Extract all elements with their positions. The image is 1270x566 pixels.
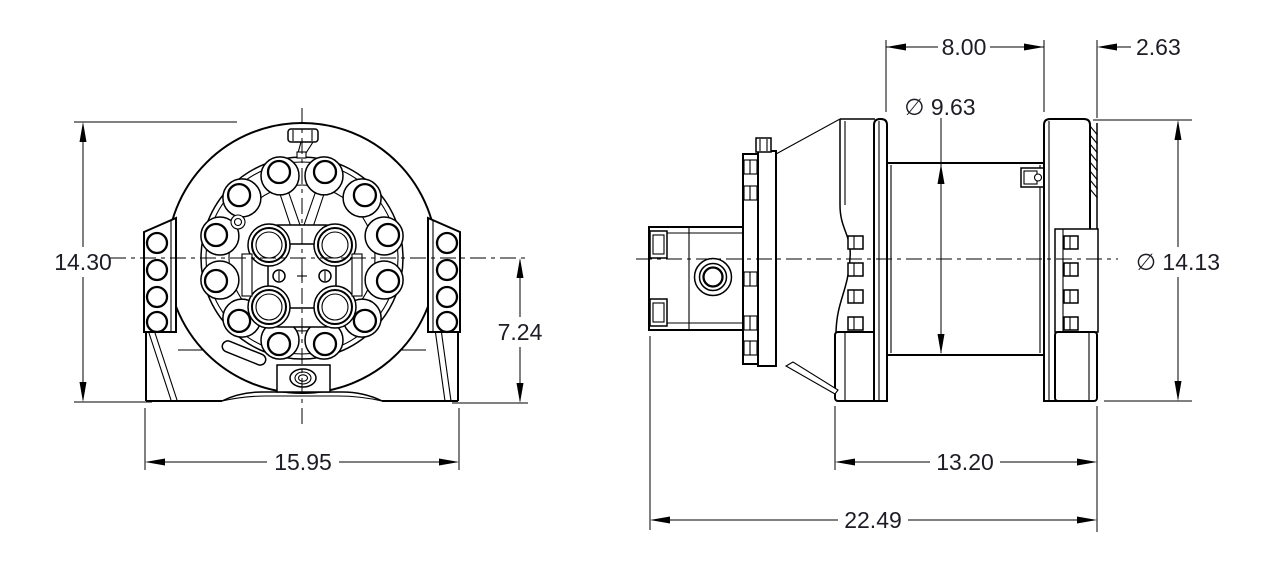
left-drum-flange [873,118,888,402]
front-centerlines [110,108,528,424]
base-and-legs [145,328,459,402]
index-hole [230,214,246,230]
motor-port [649,230,668,259]
dim-side-drum-length: 8.00 [885,34,1045,112]
bolt-hole [312,159,338,185]
bolt-hole [352,308,378,334]
left-support-plate [835,118,875,333]
right-foot [1054,331,1098,402]
bracket-hole [145,258,169,282]
hub-left-ear [241,253,253,297]
bolt-hole [203,268,229,294]
plug-cap [287,128,319,143]
side-base-length-label: 13.20 [936,449,994,475]
hydraulic-motor [648,226,746,331]
bracket-hole [435,231,459,255]
front-view [110,108,528,424]
dim-side-overall-length: 22.49 [649,336,1097,533]
side-drum-length-label: 8.00 [942,34,987,60]
dim-front-overall-height: 14.30 [54,121,237,403]
dim-side-barrel-diameter: ∅ 9.63 [904,94,976,354]
bolt-hole [312,331,338,357]
motor-mounting-plates [742,118,841,395]
bell-housing-edge [775,118,841,155]
bracket-hole [145,285,169,309]
dim-front-overall-width: 15.95 [144,408,460,475]
motor-mount-hub [241,223,363,329]
top-vent-plug [287,128,319,159]
side-flange-diameter-label: ∅ 14.13 [1136,249,1220,275]
dim-side-flange-offset: 2.63 [1096,34,1181,118]
plate-bolts [743,159,758,356]
rope-anchor-slot [221,340,267,366]
bolt-hole [226,308,252,334]
bolt-hole [375,268,401,294]
bolt-bosses [200,156,404,360]
bolt-hole [203,222,229,248]
front-overall-width-label: 15.95 [274,449,332,475]
front-overall-height-label: 14.30 [54,249,112,275]
side-flange-offset-label: 2.63 [1136,34,1181,60]
plug-stem [297,141,315,154]
front-center-to-base-label: 7.24 [498,319,543,345]
side-barrel-diameter-label: ∅ 9.63 [904,94,975,120]
top-fitting [755,137,772,153]
brake-lever [784,361,839,395]
base-arch-inner [221,395,383,402]
bracket-hole [145,231,169,255]
wound-cable-hatch [1089,125,1098,199]
hub-right-ear [351,253,363,297]
bracket-hole [435,285,459,309]
bracket-hole [435,310,459,334]
tie-rod-nuts-left [847,235,864,331]
dim-side-flange-diameter: ∅ 14.13 [1093,119,1220,402]
bolt-hole [352,182,378,208]
bracket-hole [435,258,459,282]
right-support-plate [1054,123,1099,333]
dim-front-center-to-base: 7.24 [452,258,543,404]
bolt-hole [226,182,252,208]
right-mounting-bracket [427,216,461,334]
dim-side-base-length: 13.20 [834,406,1098,532]
bracket-hole [145,310,169,334]
dimensions: 14.30 7.24 15.95 8.00 [54,34,1220,533]
cable-anchor-pocket [1020,167,1045,188]
drain-plug-box [276,364,331,393]
bolt-hole [266,331,292,357]
motor-port [649,298,668,327]
bolt-hole [375,222,401,248]
left-mounting-bracket [143,216,177,334]
side-view [636,118,1118,402]
side-overall-length-label: 22.49 [844,507,902,533]
tie-rod-nuts-right [1063,235,1079,331]
bolt-hole [266,159,292,185]
